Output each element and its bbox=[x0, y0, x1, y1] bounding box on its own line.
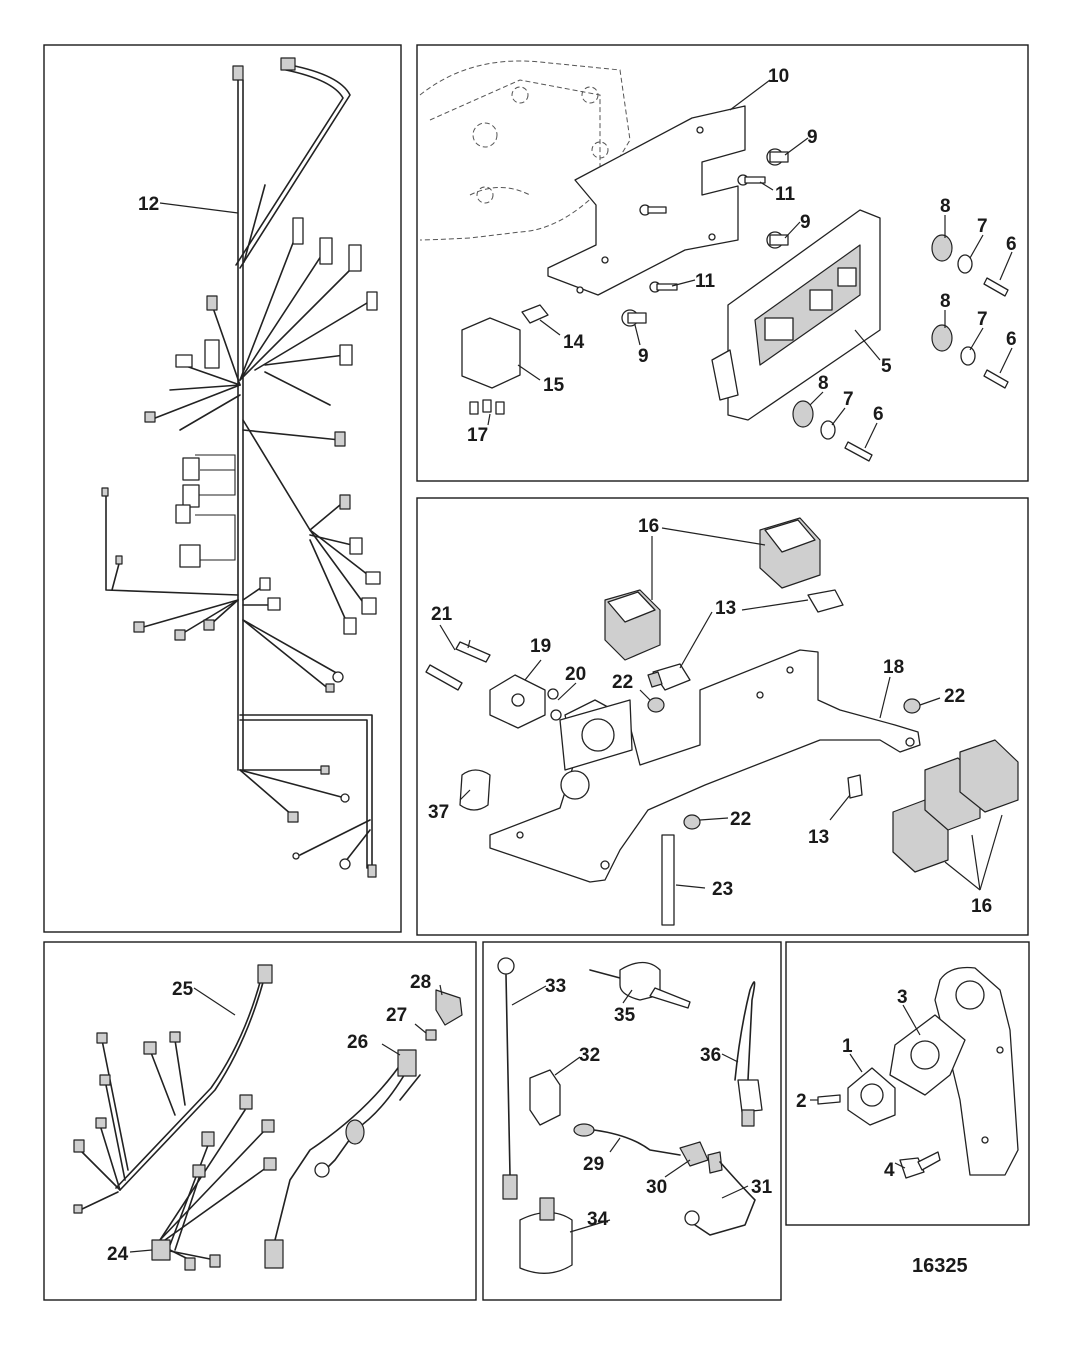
panel-auxiliary-harness bbox=[43, 941, 477, 1301]
leader-12 bbox=[159, 202, 239, 214]
callout-5: 5 bbox=[881, 356, 892, 377]
callout-9-low: 9 bbox=[638, 346, 649, 367]
callout-7-top: 7 bbox=[977, 216, 988, 237]
callout-20: 20 bbox=[565, 664, 586, 685]
auxiliary-harness bbox=[73, 964, 463, 1271]
callout-22-left: 22 bbox=[612, 672, 633, 693]
callout-15: 15 bbox=[543, 375, 565, 396]
callout-25: 25 bbox=[172, 979, 194, 1000]
callout-11-top: 11 bbox=[775, 184, 796, 205]
callout-35: 35 bbox=[614, 1005, 636, 1026]
callout-7-low: 7 bbox=[843, 389, 854, 410]
panel-relay-bracket bbox=[416, 497, 1029, 936]
aux-leaders bbox=[129, 984, 443, 1253]
engine-control-module bbox=[711, 209, 881, 421]
callout-13-top: 13 bbox=[715, 598, 736, 619]
figure-number: 16325 bbox=[912, 1255, 968, 1277]
ecm-leaders bbox=[487, 79, 1013, 449]
callout-37: 37 bbox=[428, 802, 449, 823]
ecm-mounting-bracket bbox=[547, 105, 746, 296]
callout-16-low: 16 bbox=[971, 896, 992, 917]
mount-leaders bbox=[810, 1004, 921, 1169]
callout-4: 4 bbox=[884, 1160, 895, 1181]
panel-ecm-bracket bbox=[416, 44, 1029, 482]
callout-23: 23 bbox=[712, 879, 733, 900]
callout-10: 10 bbox=[768, 66, 789, 87]
callout-32: 32 bbox=[579, 1045, 600, 1066]
callout-27: 27 bbox=[386, 1005, 407, 1026]
callout-30: 30 bbox=[646, 1177, 667, 1198]
callout-3: 3 bbox=[897, 987, 908, 1008]
callout-34: 34 bbox=[587, 1209, 609, 1230]
callout-26: 26 bbox=[347, 1032, 368, 1053]
callout-28: 28 bbox=[410, 972, 431, 993]
sensor-leaders bbox=[511, 985, 749, 1233]
mount-bracket-parts bbox=[817, 966, 1019, 1179]
relay-mounting-bracket bbox=[489, 649, 921, 883]
callout-18: 18 bbox=[883, 657, 904, 678]
relays bbox=[604, 517, 1019, 873]
engine-wiring-harness bbox=[101, 57, 381, 878]
callout-8-low: 8 bbox=[818, 373, 829, 394]
callout-16-top: 16 bbox=[638, 516, 659, 537]
callout-22-right: 22 bbox=[944, 686, 965, 707]
callout-9-mid: 9 bbox=[800, 212, 811, 233]
callout-7-mid: 7 bbox=[977, 309, 988, 330]
fuse-relay-box bbox=[461, 304, 549, 415]
relay-leaders bbox=[439, 527, 1003, 891]
callout-8-mid: 8 bbox=[940, 291, 951, 312]
callout-9-top: 9 bbox=[807, 127, 818, 148]
panel-mount-bracket bbox=[785, 941, 1030, 1226]
callout-12: 12 bbox=[138, 194, 159, 215]
callout-2: 2 bbox=[796, 1091, 807, 1112]
callout-14: 14 bbox=[563, 332, 585, 353]
engine-block-outline bbox=[419, 60, 631, 241]
panel-main-harness bbox=[43, 44, 402, 933]
callout-36: 36 bbox=[700, 1045, 721, 1066]
callout-8-top: 8 bbox=[940, 196, 951, 217]
callout-21: 21 bbox=[431, 604, 453, 625]
callout-19: 19 bbox=[530, 636, 551, 657]
sensor-parts bbox=[497, 957, 763, 1274]
callout-6-mid: 6 bbox=[1006, 329, 1017, 350]
callout-6-top: 6 bbox=[1006, 234, 1017, 255]
callout-24: 24 bbox=[107, 1244, 129, 1265]
callout-33: 33 bbox=[545, 976, 566, 997]
ecm-hardware bbox=[621, 148, 1009, 462]
relay-hardware bbox=[425, 641, 921, 926]
callout-22-low: 22 bbox=[730, 809, 751, 830]
panel-sensors bbox=[482, 941, 782, 1301]
callout-29: 29 bbox=[583, 1154, 604, 1175]
callout-17: 17 bbox=[467, 425, 488, 446]
callout-6-low: 6 bbox=[873, 404, 884, 425]
callout-11-mid: 11 bbox=[695, 271, 716, 292]
callout-13-low: 13 bbox=[808, 827, 829, 848]
callout-31: 31 bbox=[751, 1177, 773, 1198]
callout-1: 1 bbox=[842, 1036, 853, 1057]
